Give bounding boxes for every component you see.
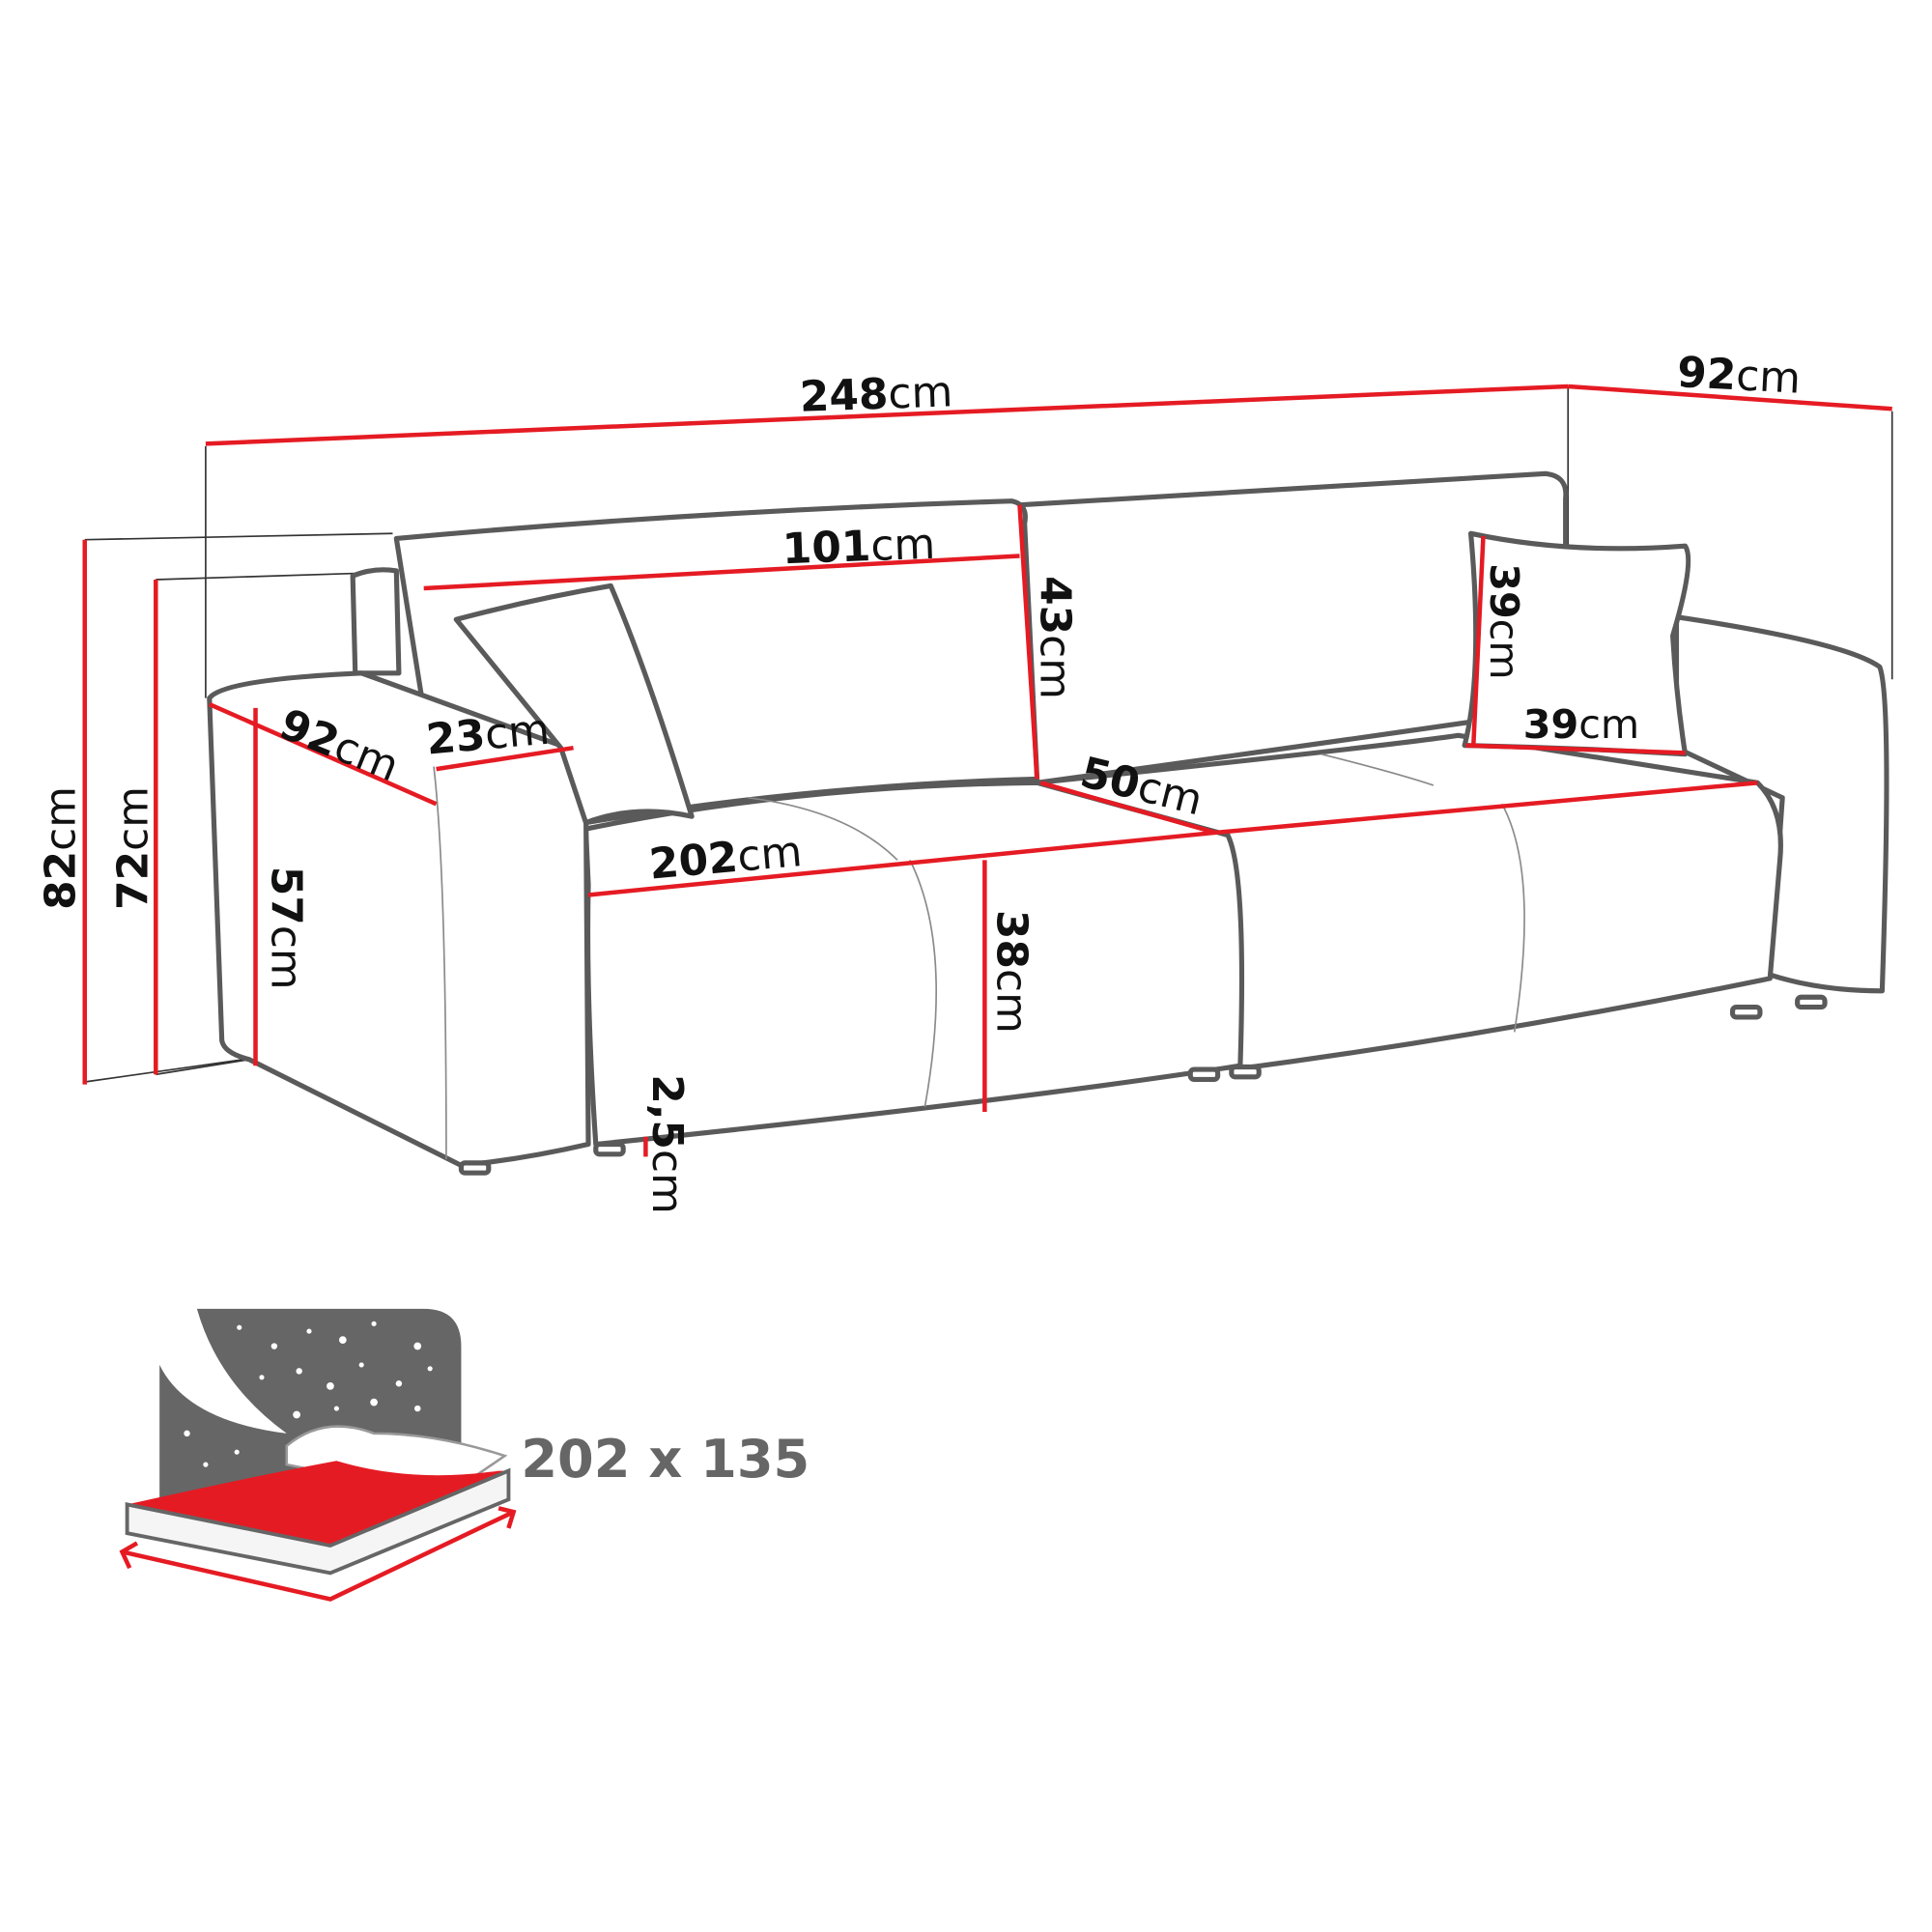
label-seat-height: 38cm <box>986 910 1036 1034</box>
bed-icon: 202 x 135 <box>119 1308 810 1602</box>
left-back-armrest <box>350 567 402 676</box>
leg <box>1187 1066 1221 1082</box>
leg <box>458 1160 492 1176</box>
right-armrest <box>1673 614 1889 994</box>
sleeping-area-label: 202 x 135 <box>521 1429 810 1490</box>
leg <box>1229 1064 1262 1080</box>
label-total-width: 248cm <box>799 367 953 421</box>
label-backrest-height: 43cm <box>1030 576 1079 699</box>
label-total-depth: 92cm <box>1676 348 1802 404</box>
pillow-right <box>1462 530 1691 757</box>
label-armrest-width: 23cm <box>424 705 552 765</box>
label-pillow-width: 39cm <box>1523 701 1639 748</box>
label-armrest-height: 57cm <box>261 867 310 990</box>
extension-lines <box>84 386 1893 1083</box>
label-leg-height: 2,5cm <box>642 1074 692 1214</box>
label-armrest-top-height: 72cm <box>108 786 157 910</box>
seat-right <box>1034 732 1783 1072</box>
pillow-left <box>453 582 695 826</box>
dimension-lines <box>82 384 1892 1157</box>
label-backrest-width: 101cm <box>781 520 936 574</box>
label-seat-width: 202cm <box>647 827 804 890</box>
stars-icon <box>184 1321 433 1480</box>
label-total-height: 82cm <box>36 786 85 910</box>
leg <box>1729 1005 1763 1020</box>
label-pillow-height: 39cm <box>1481 563 1527 679</box>
left-armrest <box>207 670 591 1169</box>
leg <box>593 1141 626 1157</box>
leg <box>1795 994 1828 1010</box>
